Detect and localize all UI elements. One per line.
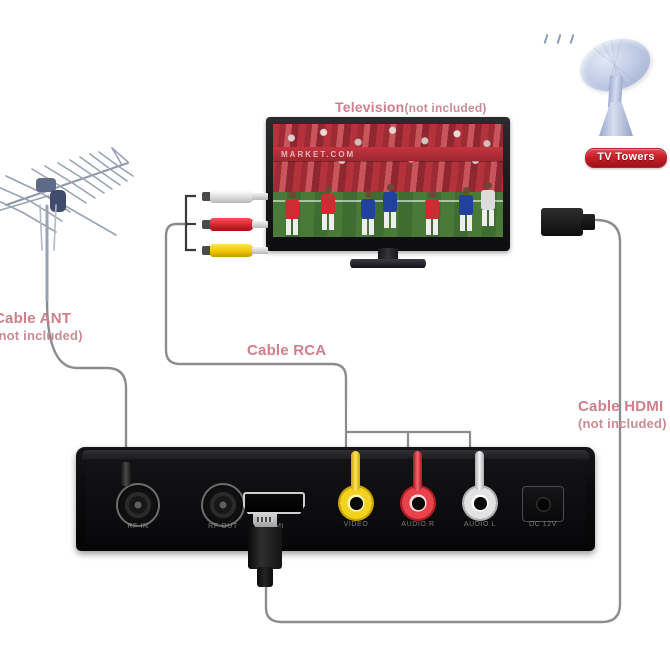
dish-base bbox=[599, 102, 633, 136]
port-label-rf-in: RF IN bbox=[127, 523, 149, 530]
port-label-audio-r: AUDIO R bbox=[401, 521, 435, 528]
coax-plug-barrel bbox=[121, 462, 131, 486]
rca-plug-red bbox=[196, 217, 268, 232]
rf-in-connector[interactable] bbox=[116, 483, 160, 527]
hdmi-plug-shell bbox=[248, 527, 282, 569]
player-blue-2 bbox=[383, 183, 397, 228]
rca-plug-tip bbox=[252, 221, 268, 228]
receiver-rear-panel: RF IN RF OUT HDMI VIDEO AUDIO R bbox=[86, 451, 585, 545]
hdmi-plug-tv-side bbox=[541, 205, 601, 239]
port-audio-r[interactable]: AUDIO R bbox=[400, 451, 436, 528]
cable-rca-branch-yellow bbox=[184, 224, 196, 252]
video-jack[interactable] bbox=[338, 485, 374, 521]
banner-text: MARKET.COM bbox=[281, 149, 356, 159]
dc-jack-hole bbox=[535, 496, 551, 512]
signal-waves-icon bbox=[543, 33, 589, 52]
tv-stand-base bbox=[350, 259, 426, 268]
yagi-antenna-graphic bbox=[0, 147, 134, 302]
cable-hdmi-wire bbox=[264, 218, 622, 624]
cable-ant-wire bbox=[45, 226, 128, 464]
video-jack-hole bbox=[349, 496, 363, 510]
tv-picture-football-match: MARKET.COM bbox=[273, 124, 503, 237]
rca-plug-body bbox=[210, 244, 254, 257]
label-cable-ant-sub: (not included) bbox=[0, 328, 83, 343]
port-label-audio-l: AUDIO L bbox=[463, 521, 497, 528]
rf-in-pin bbox=[134, 501, 142, 509]
audio-l-plug-tail bbox=[475, 451, 484, 491]
tv-stand-neck bbox=[378, 248, 398, 260]
cable-rca-branch-white bbox=[184, 194, 196, 224]
label-cable-ant: Cable ANT (not included) bbox=[0, 310, 83, 344]
rca-plug-collar bbox=[202, 192, 212, 201]
label-television-main: Television bbox=[335, 99, 405, 115]
hdmi-plug-shell bbox=[541, 208, 583, 236]
player-red-1 bbox=[285, 190, 299, 235]
rca-plug-collar bbox=[202, 220, 212, 229]
player-ref bbox=[481, 181, 495, 226]
player-red-2 bbox=[321, 186, 335, 231]
port-label-rf-out: RF OUT bbox=[208, 523, 238, 530]
rca-plug-body bbox=[210, 190, 254, 203]
port-dc-in[interactable]: DC 12V bbox=[522, 486, 564, 528]
tv-receiver-box: RF IN RF OUT HDMI VIDEO AUDIO R bbox=[76, 447, 595, 551]
label-cable-hdmi-sub: (not included) bbox=[578, 416, 667, 431]
rca-plug-tip bbox=[252, 247, 268, 254]
satellite-dish bbox=[543, 30, 657, 140]
rca-plug-collar bbox=[202, 246, 212, 255]
audio-r-plug-tail bbox=[413, 451, 422, 491]
dc-power-jack[interactable] bbox=[522, 486, 564, 522]
audio-l-jack[interactable] bbox=[462, 485, 498, 521]
audio-r-jack-hole bbox=[411, 496, 425, 510]
label-cable-hdmi: Cable HDMI (not included) bbox=[578, 398, 667, 432]
pitch-side-banner: MARKET.COM bbox=[273, 146, 503, 162]
hdmi-plug-strain-relief bbox=[581, 214, 595, 230]
rf-out-pin bbox=[219, 501, 227, 509]
hdmi-plug-receiver-side bbox=[246, 512, 284, 590]
rf-out-connector[interactable] bbox=[201, 483, 245, 527]
player-blue-3 bbox=[459, 187, 473, 232]
port-video[interactable]: VIDEO bbox=[338, 451, 374, 528]
audio-r-jack[interactable] bbox=[400, 485, 436, 521]
hdmi-connector[interactable] bbox=[243, 492, 305, 514]
port-label-video: VIDEO bbox=[343, 521, 369, 528]
label-cable-hdmi-main: Cable HDMI bbox=[578, 398, 664, 415]
video-plug-tail bbox=[351, 451, 360, 491]
receiver-top-edge bbox=[82, 450, 589, 460]
port-rf-out[interactable]: RF OUT bbox=[201, 483, 245, 530]
label-television-sub: (not included) bbox=[404, 101, 487, 115]
tv-screen: MARKET.COM bbox=[273, 124, 503, 237]
port-label-dc-in: DC 12V bbox=[528, 521, 558, 528]
label-cable-ant-main: Cable ANT bbox=[0, 310, 72, 327]
rca-plug-tip bbox=[252, 193, 268, 200]
player-red-3 bbox=[425, 190, 439, 235]
label-cable-rca-main: Cable RCA bbox=[247, 342, 327, 359]
port-rf-in[interactable]: RF IN bbox=[116, 483, 160, 530]
rca-plug-white bbox=[196, 189, 268, 204]
label-television: Television(not included) bbox=[335, 99, 487, 115]
audio-l-jack-hole bbox=[473, 496, 487, 510]
rca-plug-yellow bbox=[196, 243, 268, 258]
tv-towers-badge: TV Towers bbox=[585, 148, 667, 168]
port-audio-l[interactable]: AUDIO L bbox=[462, 451, 498, 528]
television: MARKET.COM bbox=[266, 117, 510, 268]
hdmi-plug-strain-relief bbox=[257, 567, 273, 587]
cable-rca-trunk bbox=[164, 222, 348, 402]
port-hdmi[interactable]: HDMI bbox=[243, 492, 305, 530]
hdmi-plug-contacts bbox=[253, 512, 277, 528]
player-blue-1 bbox=[361, 190, 375, 235]
rca-plug-body bbox=[210, 218, 254, 231]
label-cable-rca: Cable RCA bbox=[247, 342, 326, 359]
coax-plug-rf-in bbox=[118, 452, 134, 486]
